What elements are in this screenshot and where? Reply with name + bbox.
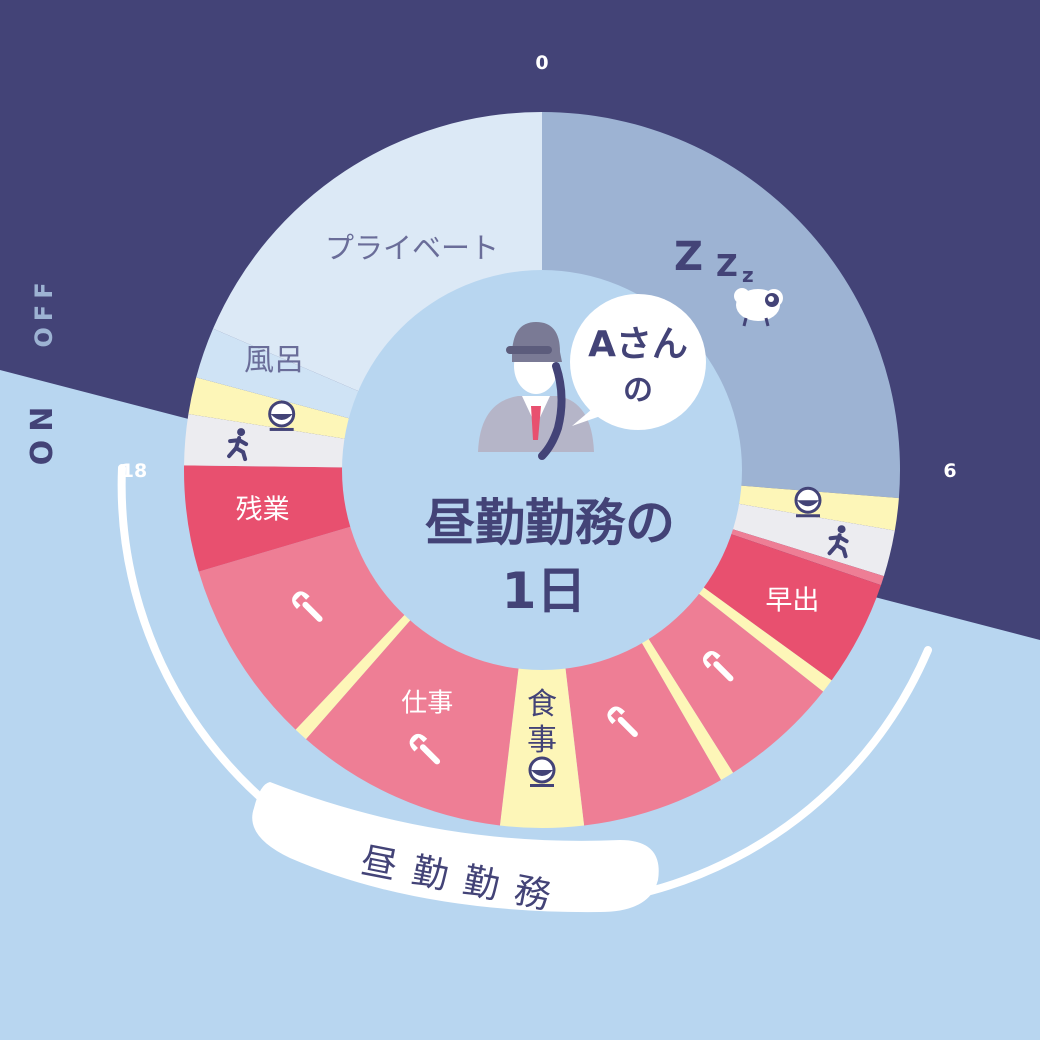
rice-bowl-icon bbox=[268, 400, 296, 431]
speech-bubble bbox=[570, 294, 706, 430]
worker-person-icon bbox=[478, 322, 594, 460]
segment-break bbox=[641, 637, 734, 781]
segment-work bbox=[647, 592, 824, 773]
segment-commute bbox=[184, 413, 347, 468]
segment-overtime bbox=[183, 465, 353, 572]
segment-work bbox=[565, 641, 721, 826]
wrench-icon bbox=[409, 733, 441, 765]
segment-sleep bbox=[542, 112, 901, 499]
hour-label: 18 bbox=[121, 460, 147, 482]
wrench-icon bbox=[703, 650, 734, 682]
segment-label-private: プライベート bbox=[325, 231, 499, 265]
svg-text:z: z bbox=[742, 263, 754, 287]
segment-bath bbox=[196, 328, 361, 419]
svg-text:Z: Z bbox=[716, 249, 738, 284]
running-person-icon bbox=[227, 428, 249, 462]
sheep-icon bbox=[734, 288, 783, 327]
on-label: ON bbox=[25, 399, 60, 466]
segment-private bbox=[213, 112, 542, 392]
segment-label-overtime: 早出 bbox=[765, 586, 819, 617]
segment-label-bath: 風呂 bbox=[244, 343, 304, 378]
segment-overtime bbox=[702, 533, 882, 681]
svg-text:Z: Z bbox=[674, 234, 703, 280]
work-shift-bracket-pill bbox=[252, 782, 659, 913]
segment-work bbox=[198, 526, 406, 730]
badge-particle: の bbox=[623, 373, 653, 408]
hour-label: 0 bbox=[535, 52, 548, 74]
segment-meal bbox=[499, 666, 585, 828]
segment-label-overtime: 残業 bbox=[236, 495, 290, 526]
sleep-zzz-icon: Z Z z bbox=[674, 234, 754, 287]
day-segments bbox=[183, 112, 901, 828]
chart-title-line2: 1日 bbox=[502, 562, 587, 620]
off-label: OFF bbox=[30, 276, 58, 347]
segment-label-work: 仕事 bbox=[401, 689, 453, 719]
running-person-icon bbox=[827, 525, 849, 559]
segment-label-meal: 事 bbox=[527, 723, 557, 758]
segment-work bbox=[305, 618, 519, 826]
segment-work-gap bbox=[729, 528, 884, 586]
segment-break bbox=[697, 586, 832, 692]
segment-label-meal: 食 bbox=[527, 687, 557, 722]
rice-bowl-icon bbox=[528, 756, 556, 787]
badge-name: Aさん bbox=[588, 324, 688, 365]
segment-commute bbox=[731, 503, 895, 577]
rice-bowl-icon bbox=[794, 486, 822, 518]
chart-title-line1: 昼勤勤務の bbox=[425, 494, 675, 552]
wrench-icon bbox=[292, 591, 323, 622]
wrench-icon bbox=[607, 706, 638, 738]
segment-break bbox=[295, 613, 412, 740]
hour-label: 6 bbox=[943, 460, 956, 482]
